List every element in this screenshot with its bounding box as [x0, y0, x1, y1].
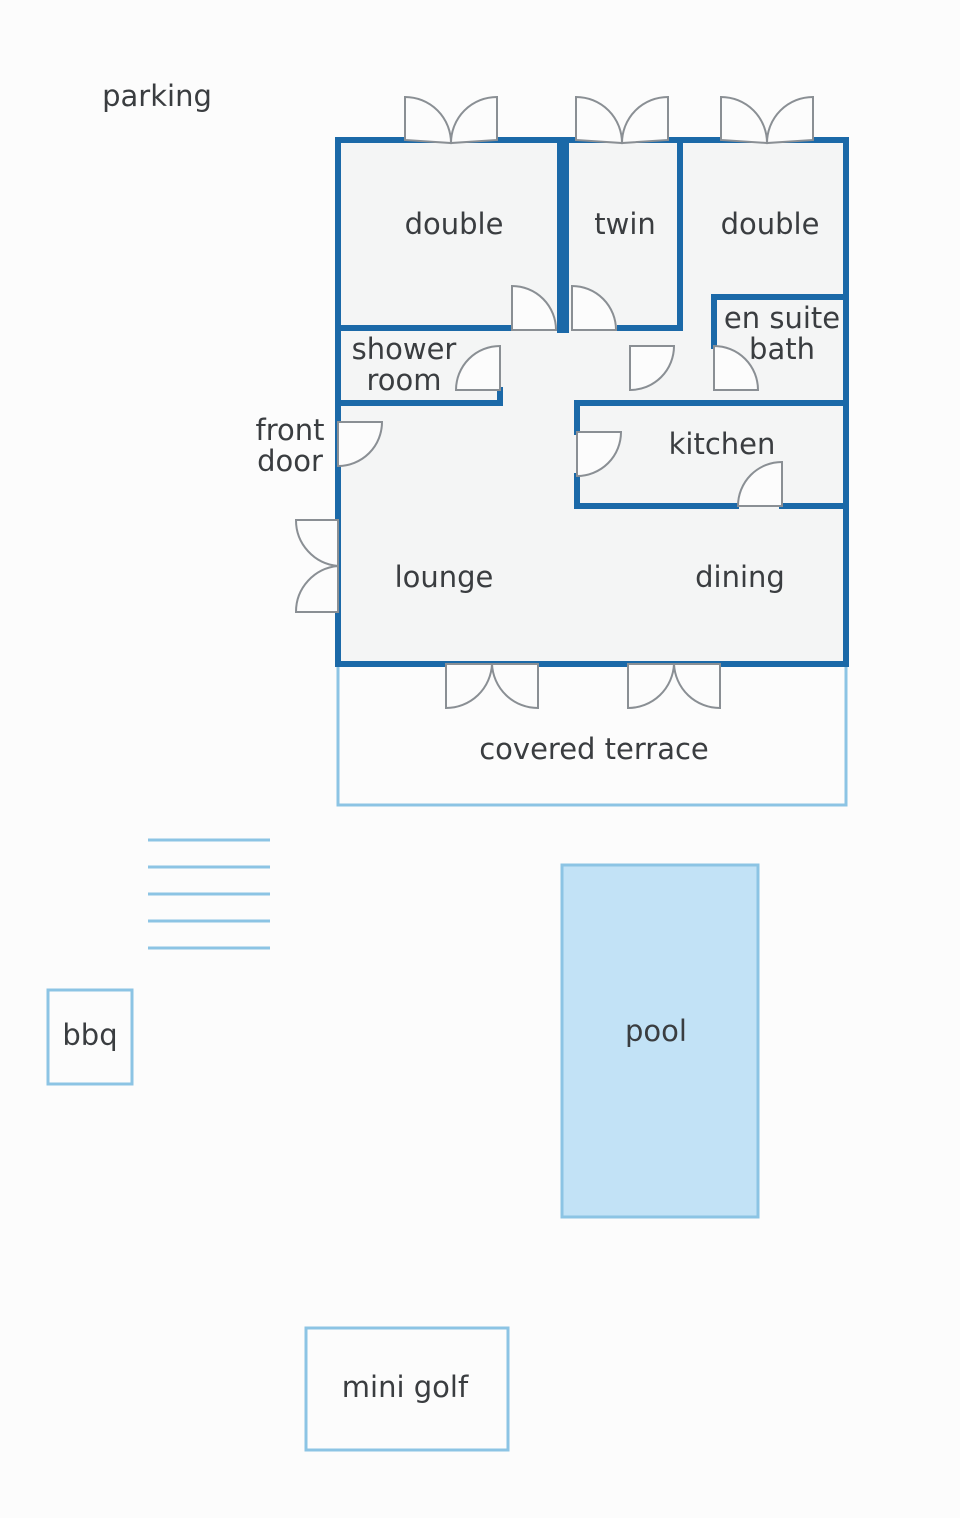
double-bedroom-right-label: double	[721, 207, 820, 241]
lounge-label: lounge	[395, 560, 494, 594]
pool-label: pool	[625, 1014, 687, 1048]
en-suite-label-line1: en suite	[724, 301, 840, 335]
double-bedroom-left-label: double	[405, 207, 504, 241]
shower-room-label-line2: room	[366, 363, 441, 397]
front-door-label-line1: front	[256, 413, 325, 447]
bbq-outline	[46, 988, 134, 1086]
parking-label: parking	[102, 79, 212, 113]
steps	[148, 838, 270, 950]
front-door-label-line2: door	[257, 444, 323, 478]
dining-label: dining	[695, 560, 785, 594]
mini-golf-label: mini golf	[342, 1370, 469, 1404]
covered-terrace-label: covered terrace	[479, 732, 709, 766]
doors	[294, 95, 814, 710]
shower-room-label-line1: shower	[352, 332, 457, 366]
pool-shape	[560, 863, 760, 1219]
mini-golf-outline	[304, 1326, 510, 1452]
en-suite-label-line2: bath	[749, 332, 815, 366]
twin-bedroom-label: twin	[594, 207, 656, 241]
bbq-label: bbq	[62, 1018, 117, 1052]
kitchen-label: kitchen	[669, 427, 776, 461]
